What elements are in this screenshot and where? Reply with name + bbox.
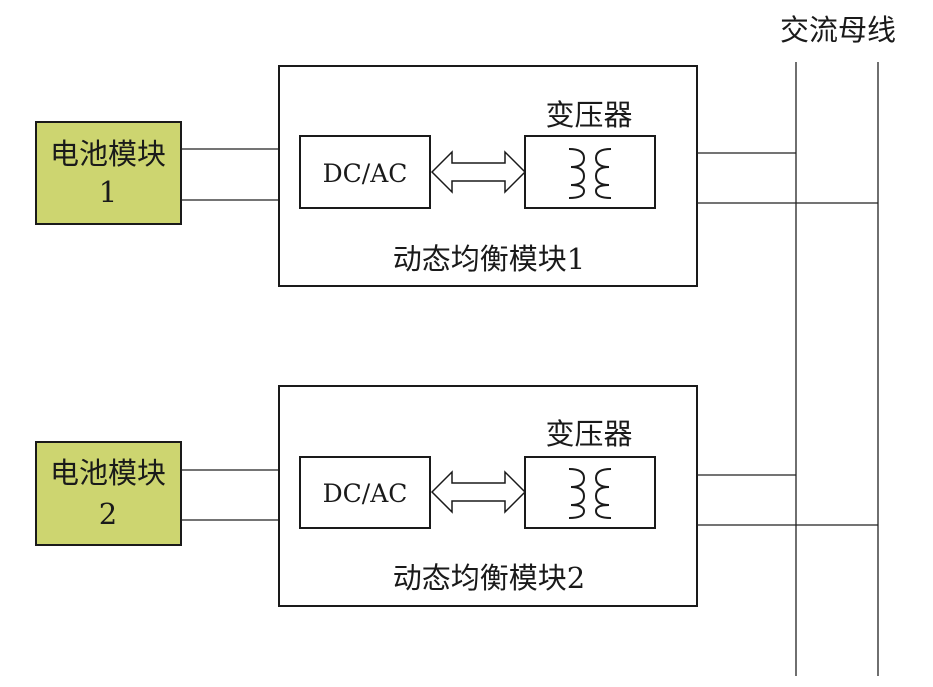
battery-label-2-line2: 2: [99, 497, 117, 531]
transformer-coil-icon-1: [568, 148, 612, 199]
battery-module-2: [35, 441, 182, 546]
battery-module-1: [35, 121, 182, 225]
bus-label: 交流母线: [780, 13, 896, 47]
transformer-label-2: 变压器: [545, 417, 632, 451]
converter-2: [299, 456, 431, 529]
converter-1: [299, 135, 431, 209]
module-label-2: 动态均衡模块2: [393, 561, 585, 595]
transformer-coil-icon-2: [568, 468, 612, 519]
converter-label-1: DC/AC: [323, 159, 408, 188]
battery-label-1-line2: 1: [99, 175, 117, 209]
transformer-label-1: 变压器: [545, 98, 632, 132]
module-label-1: 动态均衡模块1: [393, 242, 585, 276]
battery-label-1-line1: 电池模块: [50, 137, 166, 171]
converter-label-2: DC/AC: [323, 479, 408, 508]
battery-label-2-line1: 电池模块: [50, 456, 166, 490]
transformer-1: [524, 135, 656, 209]
module-2: 电池模块 2 DC/AC 变压器 动态均衡模块2: [35, 385, 878, 607]
module-1: 电池模块 1 DC/AC 变压器 动态均衡模块1: [35, 65, 878, 287]
transformer-2: [524, 456, 656, 529]
